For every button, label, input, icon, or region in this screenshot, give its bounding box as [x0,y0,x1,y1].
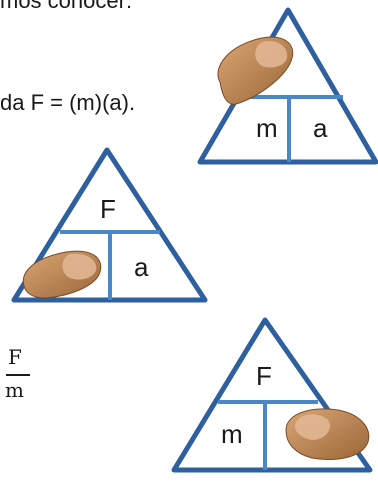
thumb-icon [286,409,369,459]
triangle-label-F: F [100,194,116,224]
triangle-label-a: a [134,252,149,282]
triangle-label-a: a [313,113,328,143]
triangle-middle-left: F a [14,150,205,300]
triangle-label-m: m [256,113,278,143]
triangle-top-right: m a [200,10,376,162]
triangle-bottom-right: F m [174,320,370,470]
triangle-label-F: F [256,361,272,391]
triangle-label-m: m [221,419,243,449]
